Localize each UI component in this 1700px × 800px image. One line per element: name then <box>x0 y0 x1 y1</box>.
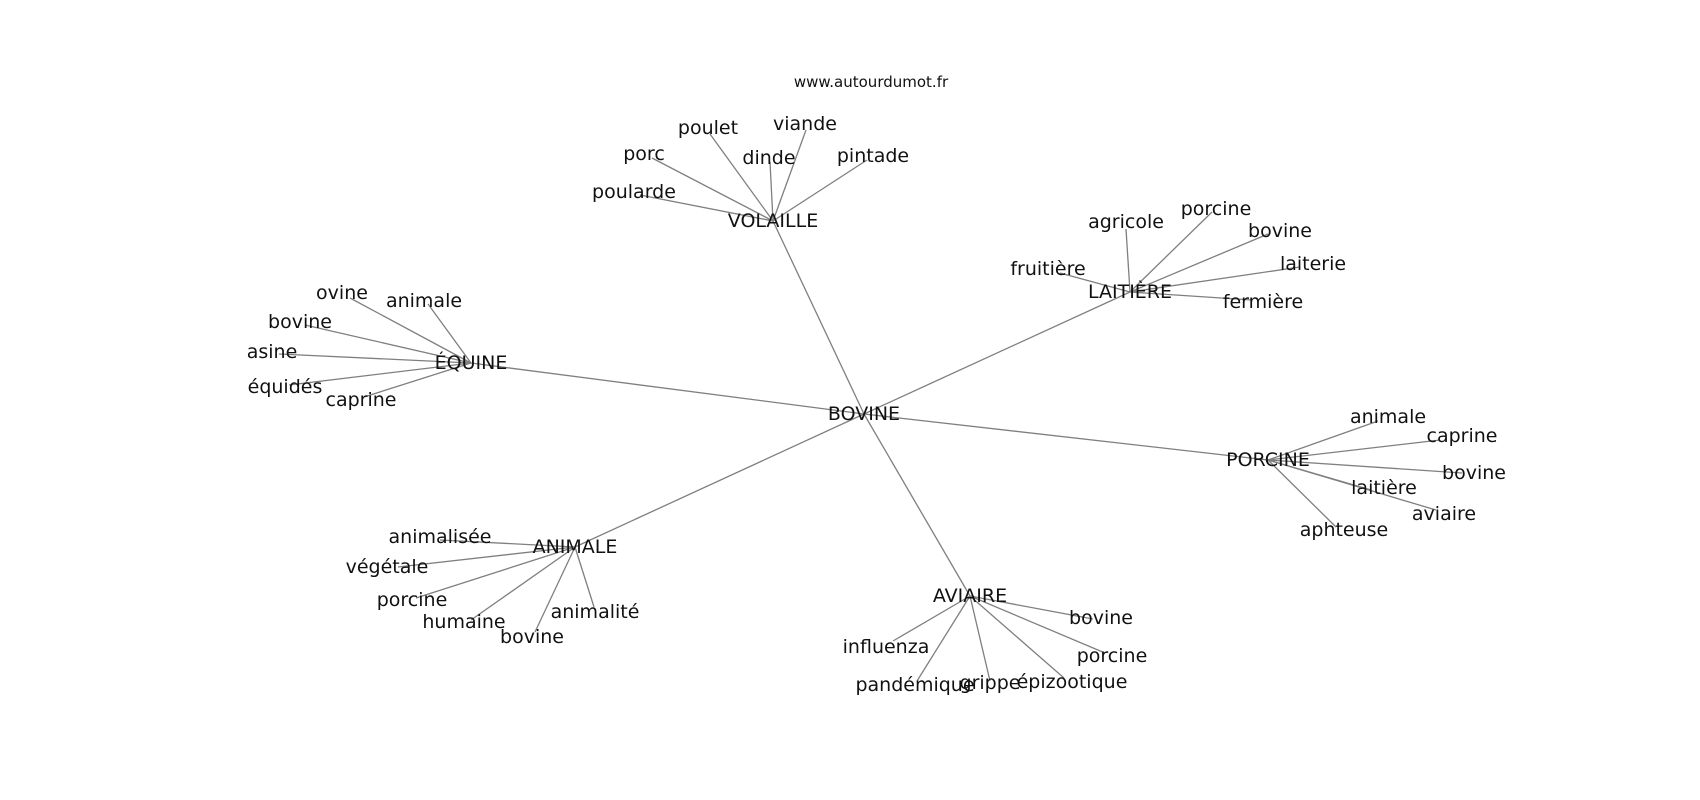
word-label[interactable]: influenza <box>843 636 930 658</box>
cluster-label[interactable]: VOLAILLE <box>728 210 818 232</box>
word-label[interactable]: végétale <box>346 556 429 578</box>
word-label[interactable]: poulet <box>678 117 738 139</box>
edge-line <box>772 159 868 222</box>
edge-line <box>969 595 991 682</box>
edge-line <box>709 133 774 222</box>
word-label[interactable]: bovine <box>1069 607 1133 629</box>
edge-line <box>278 353 472 364</box>
word-label[interactable]: agricole <box>1088 211 1164 233</box>
word-label[interactable]: animale <box>386 290 462 312</box>
word-label[interactable]: poularde <box>592 181 676 203</box>
word-label[interactable]: bovine <box>500 626 564 648</box>
edge-line <box>916 595 971 682</box>
edge-line <box>534 546 576 633</box>
edge-line <box>574 413 865 548</box>
cluster-label[interactable]: AVIAIRE <box>933 585 1007 607</box>
cluster-label[interactable]: ÉQUINE <box>435 351 508 374</box>
edge-line <box>304 324 472 364</box>
edge-line <box>769 161 774 222</box>
word-label[interactable]: bovine <box>268 311 332 333</box>
word-label[interactable]: laiterie <box>1280 253 1346 275</box>
word-label[interactable]: porcine <box>377 589 448 611</box>
word-label[interactable]: porcine <box>1181 198 1252 220</box>
edge-line <box>1059 272 1131 293</box>
edge-line <box>863 413 1269 461</box>
edge-line <box>470 546 576 621</box>
site-credit[interactable]: www.autourdumot.fr <box>794 73 949 91</box>
edge-line <box>772 129 807 222</box>
word-label[interactable]: humaine <box>422 611 505 633</box>
edge-line <box>1129 266 1301 293</box>
word-label[interactable]: viande <box>773 113 837 135</box>
word-label[interactable]: animale <box>1350 406 1426 428</box>
edge-line <box>427 303 472 364</box>
word-label[interactable]: bovine <box>1248 220 1312 242</box>
word-label[interactable]: porcine <box>1077 645 1148 667</box>
edge-line <box>1129 291 1253 301</box>
cluster-label[interactable]: ANIMALE <box>533 536 618 558</box>
edge-line <box>363 362 472 398</box>
word-label[interactable]: épizootique <box>1017 671 1128 693</box>
edge-line <box>651 157 774 222</box>
edge-line <box>1267 420 1379 461</box>
word-label[interactable]: grippe <box>960 672 1021 694</box>
word-label[interactable]: équidés <box>248 376 323 398</box>
edge-line <box>639 194 774 222</box>
edge-line <box>288 362 472 386</box>
edge-line <box>969 595 1065 679</box>
cluster-label[interactable]: PORCINE <box>1226 449 1310 471</box>
edges <box>278 129 1463 682</box>
word-label[interactable]: porc <box>623 143 665 165</box>
edge-line <box>1267 459 1437 511</box>
edge-line <box>863 413 971 597</box>
edge-line <box>892 595 971 642</box>
edge-line <box>1125 228 1131 293</box>
word-label[interactable]: fermière <box>1223 291 1303 313</box>
edge-line <box>574 546 595 608</box>
word-label[interactable]: ovine <box>316 282 368 304</box>
edge-line <box>1267 439 1441 461</box>
word-label[interactable]: dinde <box>742 147 795 169</box>
word-label[interactable]: laitière <box>1351 477 1417 499</box>
edge-line <box>1267 459 1337 528</box>
edge-line <box>1129 211 1213 293</box>
word-label[interactable]: bovine <box>1442 462 1506 484</box>
edge-line <box>439 539 576 548</box>
word-label[interactable]: aphteuse <box>1300 519 1389 541</box>
labels: BOVINE VOLAILLE poulet viande porc dinde… <box>247 113 1506 696</box>
word-label[interactable]: aviaire <box>1412 503 1476 525</box>
word-label[interactable]: caprine <box>326 389 397 411</box>
edge-line <box>969 595 1094 620</box>
edge-line <box>397 546 576 568</box>
edge-line <box>772 220 865 415</box>
word-label[interactable]: pintade <box>837 145 909 167</box>
word-label[interactable]: animalisée <box>389 526 492 548</box>
word-label[interactable]: fruitière <box>1010 258 1085 280</box>
edge-line <box>470 362 865 415</box>
word-label[interactable]: asine <box>247 341 298 363</box>
center-word[interactable]: BOVINE <box>828 403 900 425</box>
word-label[interactable]: pandémique <box>855 674 974 696</box>
edge-line <box>969 595 1106 654</box>
word-label[interactable]: caprine <box>1427 425 1498 447</box>
edge-line <box>349 297 472 364</box>
word-label[interactable]: animalité <box>551 601 640 623</box>
edge-line <box>1129 233 1269 293</box>
edge-line <box>1267 459 1463 474</box>
edge-line <box>863 291 1131 415</box>
cluster-label[interactable]: LAITIÈRE <box>1088 280 1172 303</box>
edge-line <box>415 546 576 599</box>
